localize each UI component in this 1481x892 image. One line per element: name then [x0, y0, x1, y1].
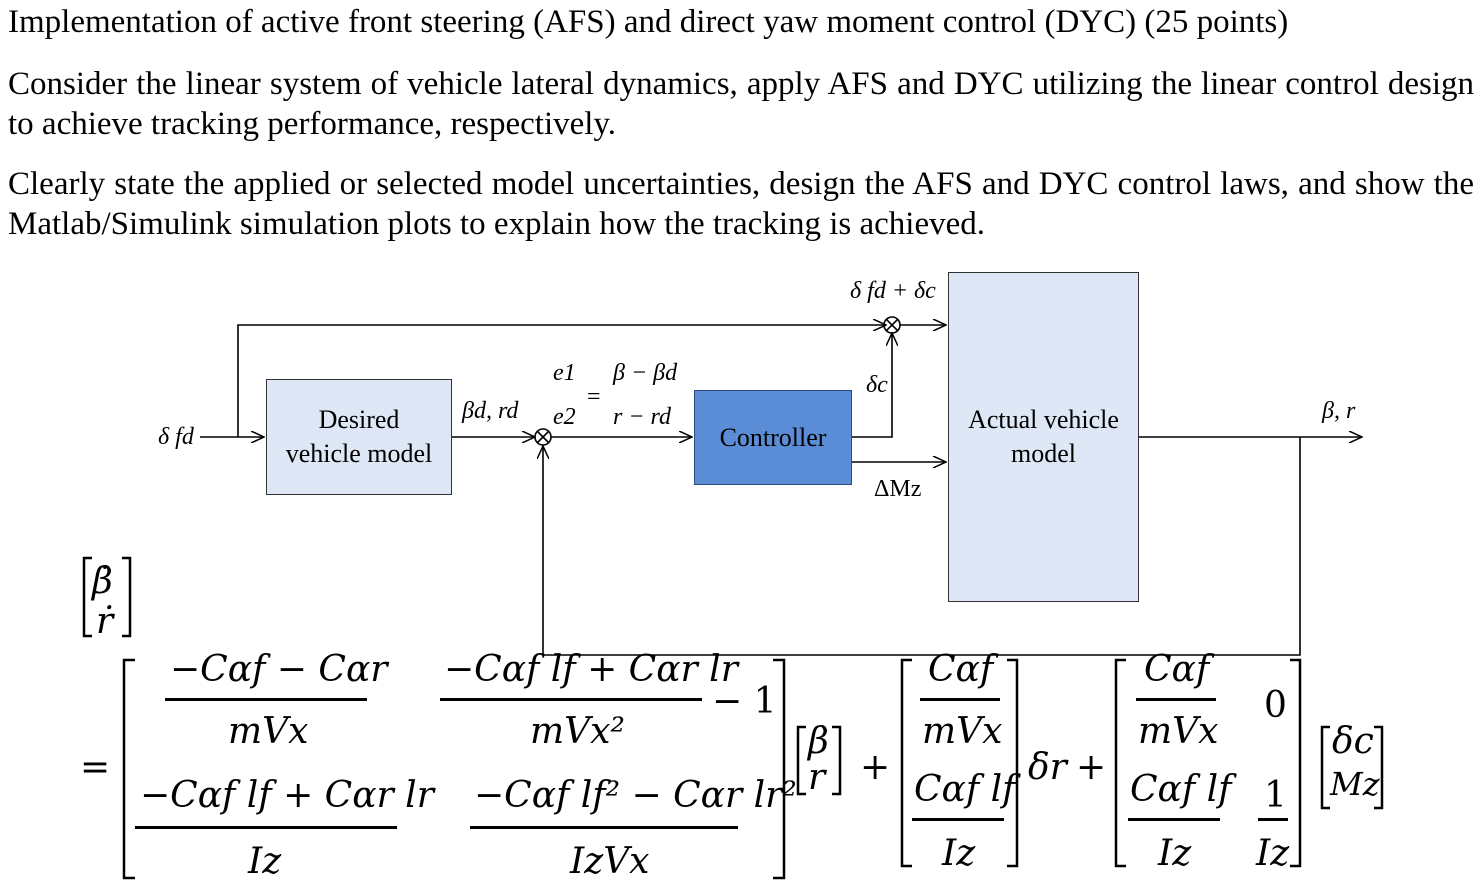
actual-vehicle-model-block: Actual vehicle model	[948, 272, 1139, 602]
eq-b1-bar	[920, 698, 1000, 701]
eq-x-r: r	[808, 757, 826, 798]
actual-block-label-line1: Actual vehicle	[968, 405, 1119, 434]
eq-plus-2: +	[1076, 747, 1107, 788]
signal-e2: e2	[553, 404, 576, 430]
controller-block-label: Controller	[719, 422, 827, 452]
question-paragraph-2: Clearly state the applied or selected mo…	[8, 166, 1474, 242]
eq-b1-den: mVx	[922, 711, 1003, 752]
eq-u-delta-c: δc	[1332, 721, 1374, 762]
eq-lhs-r-dot: ṙ	[96, 601, 114, 642]
signal-error-beta: β − βd	[613, 360, 678, 386]
eq-c22-num: 1	[1264, 775, 1287, 816]
desired-block-label-line1: Desired	[318, 405, 400, 434]
eq-b1-num: Cαf	[928, 649, 994, 690]
eq-b2-num: Cαf lf	[914, 769, 1016, 810]
wire-feedback	[543, 437, 1301, 656]
eq-c21-bar	[1128, 818, 1220, 821]
signal-delta-mz: ΔMz	[874, 476, 922, 502]
eq-a22-num: −Cαf lf² − Cαr lr²	[474, 775, 797, 816]
steering-sum-junction	[883, 316, 901, 334]
wire-deltafd-feedforward	[237, 325, 886, 437]
eq-c11-num: Cαf	[1144, 649, 1210, 690]
question-paragraph-1: Consider the linear system of vehicle la…	[8, 66, 1474, 142]
eq-b2-den: Iz	[942, 833, 976, 874]
eq-a22-bar	[470, 826, 738, 829]
eq-a11-den: mVx	[228, 711, 309, 752]
signal-equals: =	[587, 384, 601, 410]
eq-a11-num: −Cαf − Cαr	[170, 649, 388, 690]
error-sum-junction	[534, 428, 552, 446]
eq-c11-den: mVx	[1138, 711, 1219, 752]
question-title: Implementation of active front steering …	[8, 4, 1289, 40]
eq-equals: =	[80, 747, 111, 788]
eq-b2-bar	[912, 818, 1004, 821]
eq-delta-r: δr	[1028, 747, 1067, 788]
eq-a12-bar	[440, 698, 702, 701]
eq-a21-num: −Cαf lf + Cαr lr	[140, 775, 434, 816]
eq-a12-den: mVx²	[530, 711, 625, 752]
eq-c11-bar	[1136, 698, 1216, 701]
eq-lhs-beta-dot: β̇	[92, 561, 113, 602]
eq-a11-bar	[165, 698, 367, 701]
eq-a22-den: IzVx	[570, 841, 650, 882]
eq-a21-bar	[135, 826, 397, 829]
eq-a12-num: −Cαf lf + Cαr lr	[444, 649, 738, 690]
eq-c22-bar	[1258, 818, 1288, 821]
equation-brackets	[82, 556, 1384, 880]
signal-sum-label: δ fd + δc	[850, 278, 936, 304]
wire-controller-deltac	[852, 333, 892, 438]
eq-c21-den: Iz	[1158, 833, 1192, 874]
eq-c21-num: Cαf lf	[1130, 769, 1232, 810]
signal-output: β, r	[1322, 398, 1356, 424]
eq-plus-1: +	[860, 747, 891, 788]
eq-a21-den: Iz	[248, 841, 282, 882]
actual-block-label-line2: model	[1011, 439, 1076, 468]
controller-block: Controller	[694, 390, 852, 485]
signal-desired-output: βd, rd	[462, 398, 519, 424]
eq-c22-den: Iz	[1256, 833, 1290, 874]
signal-delta-c: δc	[866, 372, 888, 398]
eq-u-mz: Mz	[1330, 765, 1380, 803]
eq-a12-tail: − 1	[712, 681, 777, 722]
signal-e1: e1	[553, 360, 576, 386]
eq-c12: 0	[1264, 685, 1287, 726]
eq-x-beta: β	[808, 721, 829, 762]
signal-delta-fd-input: δ fd	[158, 424, 194, 450]
desired-block-label-line2: vehicle model	[285, 439, 433, 468]
signal-error-r: r − rd	[613, 404, 671, 430]
desired-vehicle-model-block: Desired vehicle model	[266, 379, 452, 495]
